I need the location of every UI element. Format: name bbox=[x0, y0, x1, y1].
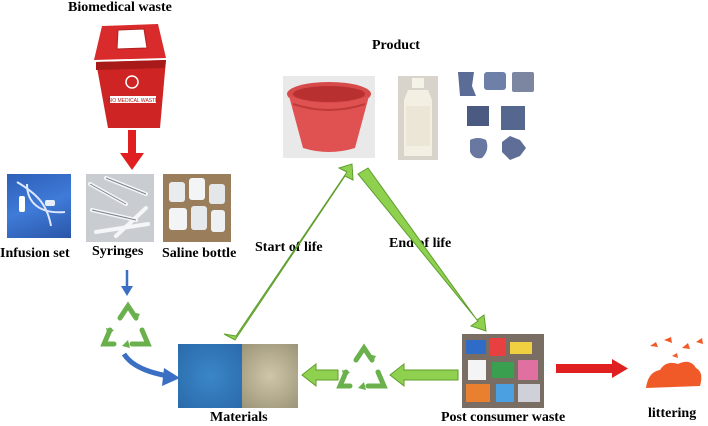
bin-text: BIO MEDICAL WASTE bbox=[107, 98, 159, 104]
syringes-photo bbox=[86, 174, 154, 242]
end-of-life-label: End of life bbox=[389, 236, 452, 251]
post-consumer-waste-label: Post consumer waste bbox=[441, 410, 566, 425]
red-right-arrow bbox=[556, 359, 628, 378]
biomedical-waste-label: Biomedical waste bbox=[68, 0, 172, 15]
white-bottle-photo bbox=[398, 76, 438, 160]
post-consumer-waste-photo bbox=[462, 334, 544, 408]
recycle-icon-left bbox=[100, 301, 152, 347]
product-label: Product bbox=[372, 38, 420, 53]
blue-granules-photo bbox=[178, 344, 242, 408]
waste-to-recycle-arrow bbox=[389, 362, 459, 388]
infusion-set-photo bbox=[7, 174, 71, 238]
recycle-icon-right bbox=[336, 343, 388, 389]
materials-label: Materials bbox=[210, 410, 268, 425]
syringes-label: Syringes bbox=[92, 244, 144, 259]
saline-bottle-photo bbox=[163, 174, 231, 242]
saline-bottle-label: Saline bottle bbox=[162, 246, 237, 261]
littering-label: littering bbox=[648, 406, 697, 421]
beige-granules-photo bbox=[242, 344, 298, 408]
recycle-to-materials-arrow bbox=[301, 362, 339, 388]
blue-curved-arrow bbox=[121, 352, 180, 386]
blue-down-arrow bbox=[121, 270, 133, 296]
infusion-set-label: Infusion set bbox=[0, 246, 70, 261]
red-bucket-photo bbox=[283, 76, 375, 158]
start-of-life-label: Start of life bbox=[255, 240, 323, 255]
